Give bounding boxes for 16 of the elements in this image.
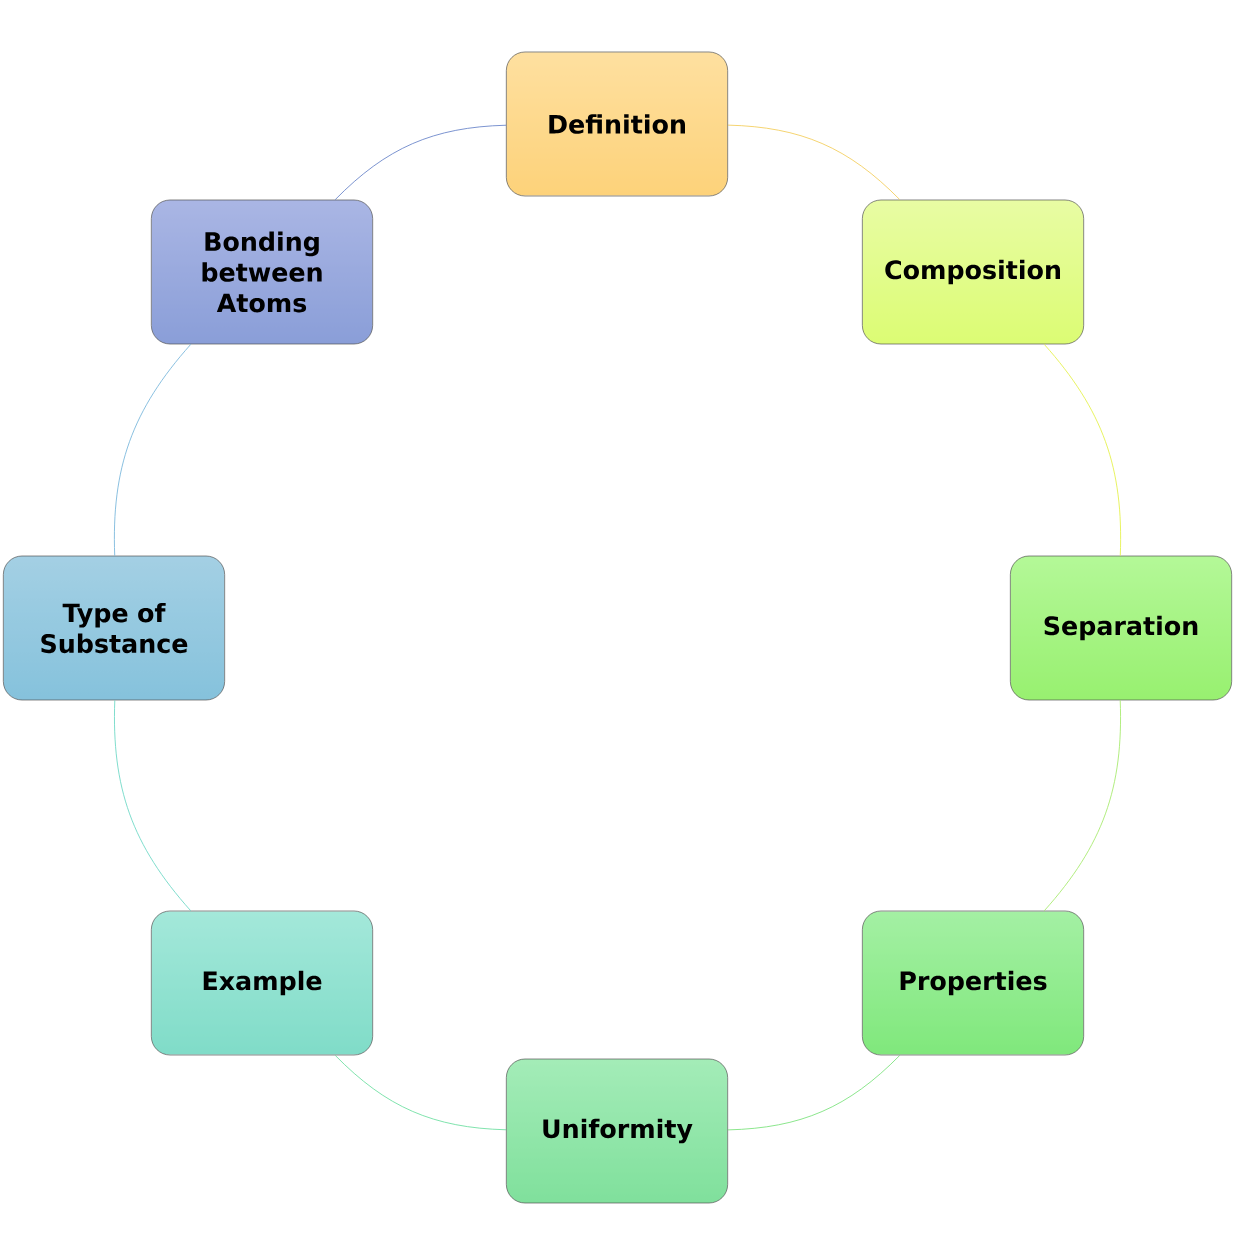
connector-arc xyxy=(727,124,901,201)
topic-box: Properties xyxy=(862,910,1084,1056)
connector-arc xyxy=(1043,343,1121,557)
connector-arc xyxy=(1043,699,1121,912)
topic-box: Bonding between Atoms xyxy=(151,199,373,345)
connector-arc xyxy=(334,124,507,201)
connector-arc xyxy=(727,1054,901,1131)
topic-box: Definition xyxy=(506,51,728,197)
topic-box: Separation xyxy=(1010,555,1232,701)
connector-arc xyxy=(114,343,192,557)
connector-arc xyxy=(114,699,192,912)
topic-box: Example xyxy=(151,910,373,1056)
topic-box: Uniformity xyxy=(506,1058,728,1204)
connector-arc xyxy=(334,1054,507,1131)
topic-box: Composition xyxy=(862,199,1084,345)
topic-box: Type of Substance xyxy=(3,555,225,701)
